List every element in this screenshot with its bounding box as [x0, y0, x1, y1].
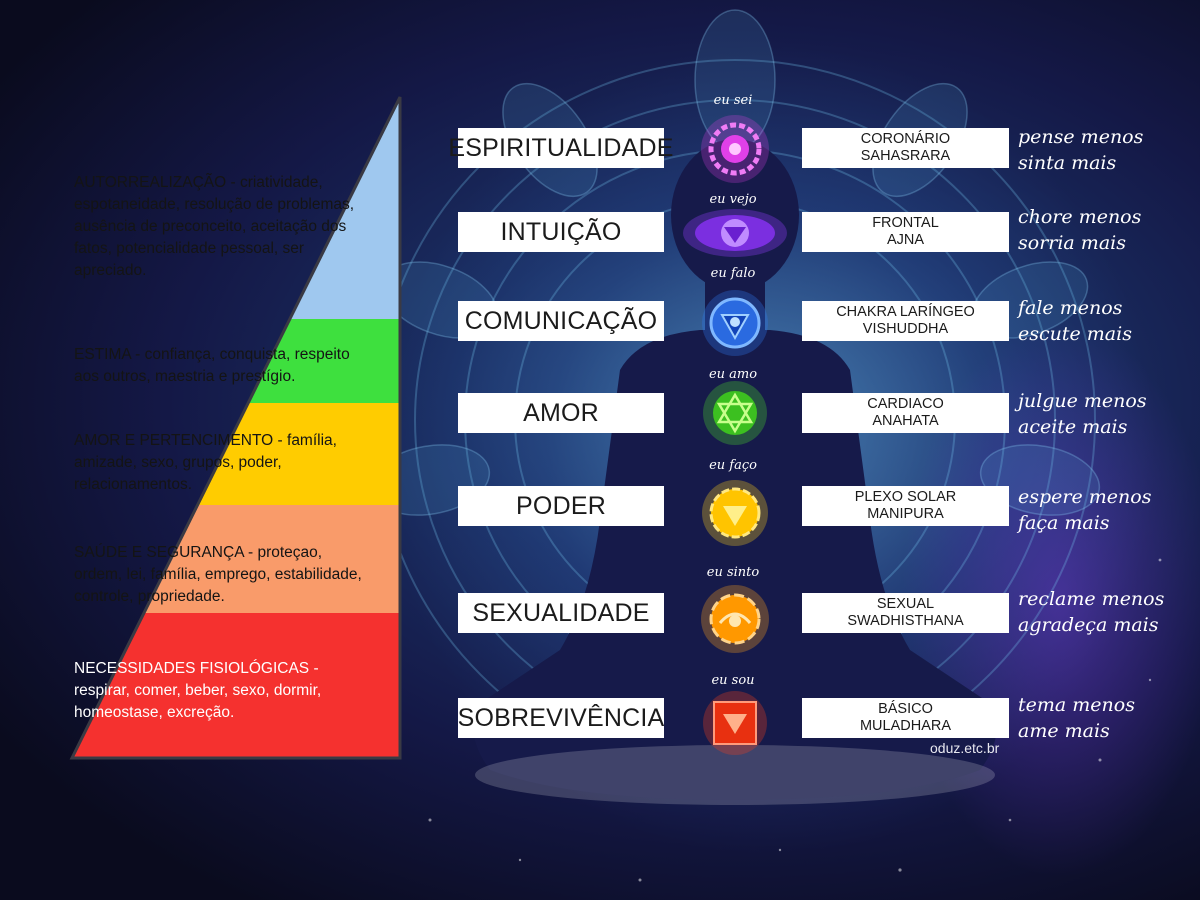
eu-caption: eu sinto	[706, 565, 760, 580]
crown-chakra-icon	[701, 115, 769, 183]
mantra-line2: sorria mais	[1018, 232, 1126, 254]
credit-text: oduz.etc.br	[930, 740, 1000, 756]
third-eye-chakra-icon	[683, 209, 787, 257]
mantra-line1: espere menos	[1018, 486, 1152, 508]
eu-caption: eu vejo	[709, 192, 757, 207]
chakra-name-line2: SWADHISTHANA	[847, 613, 964, 629]
chakra-name-line1: SEXUAL	[876, 596, 935, 612]
mantra-line2: sinta mais	[1018, 152, 1117, 174]
heart-chakra-icon	[703, 381, 767, 445]
pyramid-text-necessidades: NECESSIDADES FISIOLÓGICAS - respirar, co…	[74, 658, 344, 724]
sacral-chakra-icon	[701, 585, 769, 653]
mantra-line1: chore menos	[1018, 206, 1142, 228]
chakra-name-line1: CARDIACO	[867, 396, 944, 412]
label-sexualidade: SEXUALIDADE	[458, 593, 664, 633]
label-espiritualidade: ESPIRITUALIDADE	[448, 128, 673, 168]
pyramid-text-autorrealizacao: AUTORREALIZAÇÃO - criatividade, espotane…	[74, 172, 374, 282]
mantra-line1: reclame menos	[1018, 588, 1165, 610]
pyramid-text-amor: AMOR E PERTENCIMENTO - família, amizade,…	[74, 430, 374, 496]
eu-caption: eu sei	[713, 93, 753, 108]
chakra-name-line1: CORONÁRIO	[860, 131, 951, 147]
chakra-name-line2: VISHUDDHA	[862, 321, 949, 337]
mantra-cardiaco: julgue menos aceite mais	[1018, 388, 1147, 440]
mantra-coronario: pense menos sinta mais	[1018, 124, 1143, 176]
chakra-name-line1: BÁSICO	[878, 701, 933, 717]
mantra-line2: escute mais	[1018, 323, 1132, 345]
label-poder: PODER	[458, 486, 664, 526]
chakra-name-line1: PLEXO SOLAR	[854, 489, 957, 505]
pyramid-description: - respirar, comer, beber, sexo, dormir, …	[74, 660, 322, 721]
mantra-line2: ame mais	[1018, 720, 1110, 742]
chakra-name-line2: AJNA	[886, 232, 925, 248]
eu-caption: eu faço	[709, 458, 757, 473]
mantra-line2: agradeça mais	[1018, 614, 1159, 636]
solar-plexus-chakra-icon	[702, 480, 768, 546]
pyramid-text-saude: SAÚDE E SEGURANÇA - proteçao, ordem, lei…	[74, 542, 374, 608]
pyramid-description: - criatividade, espotaneidade, resolução…	[74, 174, 355, 279]
pyramid-title: ESTIMA	[74, 346, 131, 363]
chakra-name-line1: CHAKRA LARÍNGEO	[836, 304, 975, 320]
pyramid-title: NECESSIDADES FISIOLÓGICAS	[74, 660, 310, 677]
mantra-line2: aceite mais	[1018, 416, 1128, 438]
chakra-name-line2: ANAHATA	[872, 413, 939, 429]
mantra-basico: tema menos ame mais	[1018, 692, 1135, 744]
pyramid-title: SAÚDE E SEGURANÇA	[74, 544, 244, 561]
mantra-frontal: chore menos sorria mais	[1018, 204, 1141, 256]
pyramid-description: - confiança, conquista, respeito aos out…	[74, 346, 350, 385]
chakra-name-line2: MANIPURA	[867, 506, 944, 522]
label-amor: AMOR	[458, 393, 664, 433]
mantra-line1: pense menos	[1018, 126, 1144, 148]
chakra-name-line2: SAHASRARA	[860, 148, 951, 164]
pyramid-description: - proteçao, ordem, lei, família, emprego…	[74, 544, 362, 605]
mantra-line2: faça mais	[1018, 512, 1110, 534]
mantra-laringeo: fale menos escute mais	[1018, 295, 1132, 347]
pyramid-text-estima: ESTIMA - confiança, conquista, respeito …	[74, 344, 374, 388]
pyramid-description: - família, amizade, sexo, grupos, poder,…	[74, 432, 337, 493]
pyramid-title: AMOR E PERTENCIMENTO	[74, 432, 274, 449]
pyramid-title: AUTORREALIZAÇÃO	[74, 174, 227, 191]
mantra-plexo-solar: espere menos faça mais	[1018, 484, 1151, 536]
chakra-name-line2: MULADHARA	[859, 718, 952, 734]
label-sobrevivencia: SOBREVIVÊNCIA	[458, 698, 664, 738]
mantra-line1: tema menos	[1018, 694, 1135, 716]
mantra-sexual: reclame menos agradeça mais	[1018, 586, 1164, 638]
eu-caption: eu sou	[711, 673, 755, 688]
root-chakra-icon	[703, 691, 767, 755]
label-intuicao: INTUIÇÃO	[458, 212, 664, 252]
mantra-line1: fale menos	[1018, 297, 1123, 319]
eu-caption: eu falo	[710, 266, 756, 281]
chakra-name-line1: FRONTAL	[872, 215, 939, 231]
mantra-line1: julgue menos	[1018, 390, 1147, 412]
throat-chakra-icon	[702, 290, 768, 356]
label-comunicacao: COMUNICAÇÃO	[458, 301, 664, 341]
eu-caption: eu amo	[708, 367, 758, 382]
